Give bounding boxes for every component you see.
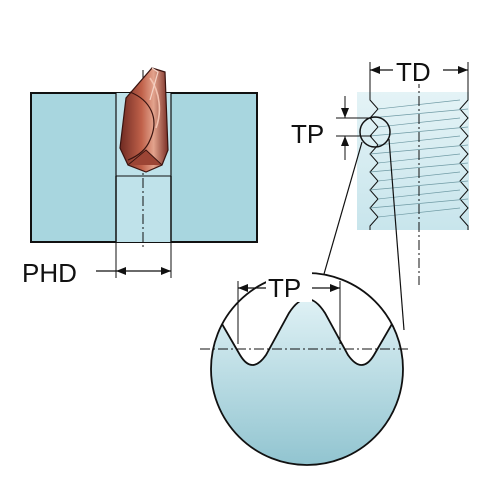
td-label: TD (396, 57, 431, 87)
threaded-hole (357, 60, 469, 285)
tp-side-dimension: TP (291, 96, 391, 160)
tp-detail-label: TP (268, 273, 301, 303)
drill-bit (119, 67, 169, 173)
td-dimension: TD (369, 56, 469, 92)
thread-profile-right (459, 92, 469, 230)
detail-circle: TP (200, 272, 408, 466)
detail-leaders (323, 138, 405, 331)
phd-label: PHD (22, 258, 77, 288)
tp-side-label: TP (291, 119, 324, 149)
phd-dimension: PHD (22, 242, 172, 288)
thread-profile-detail (211, 298, 403, 465)
